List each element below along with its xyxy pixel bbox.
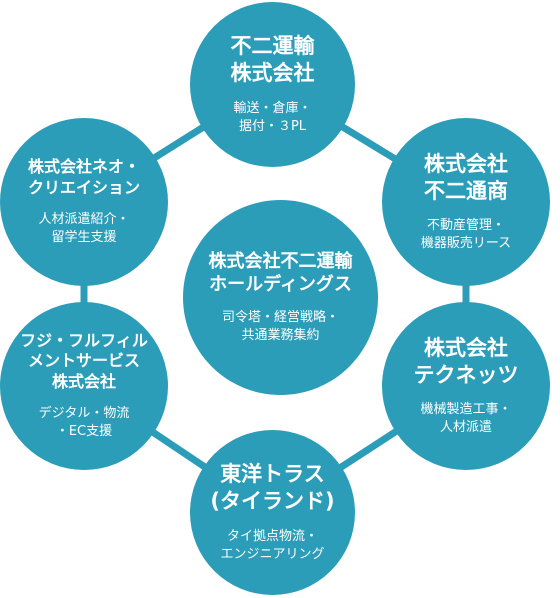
- company-node-fuji-unyu: 不二運輸 株式会社 輸送・倉庫・ 据付・３PL: [190, 2, 355, 167]
- holdings-role: 司令塔・経営戦略・ 共通業務集約: [221, 309, 339, 343]
- company-role: 輸送・倉庫・ 据付・３PL: [233, 100, 312, 134]
- holdings-center-node: 株式会社不二運輸 ホールディングス 司令塔・経営戦略・ 共通業務集約: [183, 200, 378, 395]
- holdings-name: 株式会社不二運輸 ホールディングス: [208, 250, 353, 296]
- company-node-neo-creation: 株式会社ネオ・ クリエイション 人材派遣紹介・ 留学生支援: [0, 118, 168, 286]
- company-role: 不動産管理・ 機器販売リース: [420, 218, 512, 252]
- company-role: 人材派遣紹介・ 留学生支援: [38, 211, 130, 245]
- company-name: フジ・フルフィル メントサービス 株式会社: [20, 330, 148, 392]
- company-role: タイ拠点物流・ エンジニアリング: [220, 528, 325, 562]
- company-role: 機械製造工事・ 人材派遣: [420, 402, 512, 436]
- company-name: 東洋トラス (タイランド): [210, 462, 335, 514]
- company-node-fuji-tsusho: 株式会社 不二通商 不動産管理・ 機器販売リース: [382, 118, 550, 286]
- company-name: 株式会社ネオ・ クリエイション: [27, 157, 140, 197]
- company-name: 不二運輸 株式会社: [230, 34, 315, 86]
- company-name: 株式会社 テクネッツ: [413, 335, 519, 387]
- company-name: 株式会社 不二通商: [424, 151, 508, 203]
- company-node-fuji-fulfillment: フジ・フルフィル メントサービス 株式会社 デジタル・物流 ・EC支援: [0, 302, 168, 470]
- company-node-technets: 株式会社 テクネッツ 機械製造工事・ 人材派遣: [382, 302, 550, 470]
- company-role: デジタル・物流 ・EC支援: [38, 406, 130, 440]
- company-node-toyo-truss: 東洋トラス (タイランド) タイ拠点物流・ エンジニアリング: [190, 430, 355, 595]
